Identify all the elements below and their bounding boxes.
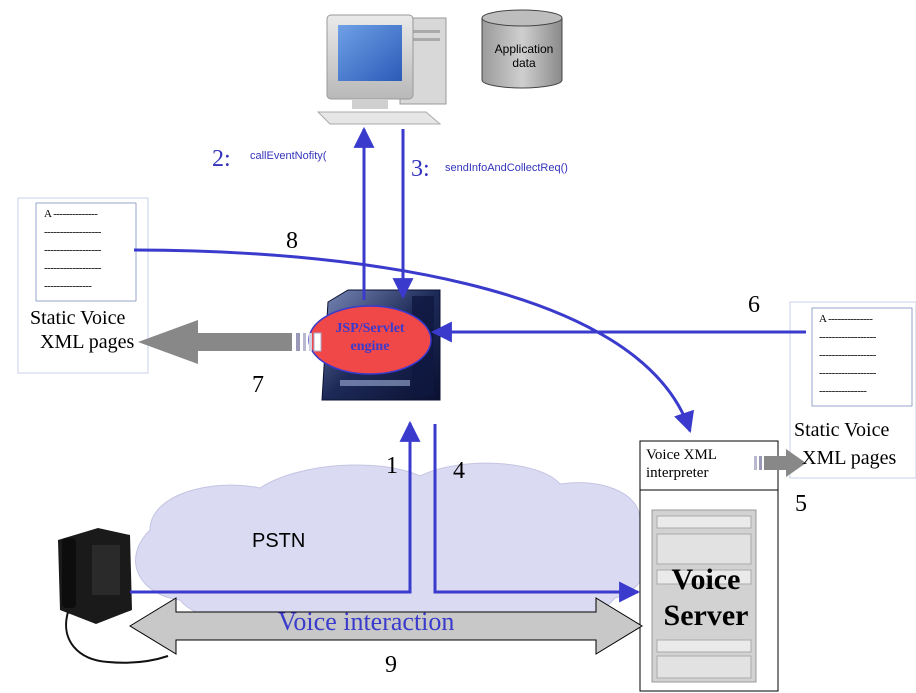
flow-8-pages-to-interpreter [133, 248, 694, 433]
voice-server-box [639, 440, 779, 692]
step2-number: 2: [212, 146, 231, 172]
voice-interaction-label: Voice interaction [278, 607, 455, 636]
right-doc-line: --------------- [819, 385, 867, 397]
label-1: 1 [386, 453, 398, 479]
left-doc-caption: Static Voice XML pages [22, 306, 134, 354]
interpreter-label: Voice XML interpreter [646, 446, 717, 482]
left-doc-caption-line2: XML pages [40, 331, 135, 353]
voice-server-label-line2: Server [663, 599, 749, 632]
database-label: Application data [484, 42, 564, 70]
right-doc-caption: Static Voice XML pages [794, 416, 896, 472]
left-doc-line: --------------- [44, 280, 92, 292]
left-doc-lines: A -------------- ------------------ ----… [44, 208, 101, 292]
engine-label-line2: engine [350, 339, 390, 354]
voice-server-label-line1: Voice [671, 563, 741, 596]
interpreter-label-line2: interpreter [646, 465, 709, 481]
step2-call-label: callEventNofity( [250, 150, 327, 162]
step3-number: 3: [411, 156, 430, 182]
right-document-icon [789, 301, 916, 479]
right-doc-line: ------------------ [819, 331, 876, 343]
computer-icon [316, 14, 447, 125]
voice-interaction-arrow [129, 597, 643, 655]
message-flows [130, 126, 806, 603]
engine-label-line1: JSP/Servlet [335, 321, 405, 336]
label-9: 9 [385, 652, 397, 678]
left-doc-line: ------------------ [44, 244, 101, 256]
flow-4-engine-to-voice-server [433, 424, 641, 603]
pstn-cloud [135, 462, 653, 630]
interpreter-label-line1: Voice XML [646, 447, 717, 463]
label-6: 6 [748, 292, 760, 318]
right-doc-line: ------------------ [819, 367, 876, 379]
right-doc-line: ------------------ [819, 349, 876, 361]
engine-label: JSP/Servlet engine [318, 320, 422, 356]
label-8: 8 [286, 228, 298, 254]
left-doc-line: ------------------ [44, 262, 101, 274]
right-doc-line: A -------------- [819, 313, 873, 325]
right-doc-caption-line2: XML pages [802, 447, 897, 469]
label-5: 5 [795, 491, 807, 517]
step3-call-label: sendInfoAndCollectReq() [445, 162, 568, 174]
right-doc-caption-line1: Static Voice [794, 419, 890, 441]
pstn-label: PSTN [252, 530, 306, 552]
label-7: 7 [252, 372, 264, 398]
left-doc-line: ------------------ [44, 226, 101, 238]
database-label-line2: data [512, 56, 536, 70]
database-label-line1: Application [494, 42, 554, 56]
telephone-icon [58, 528, 169, 664]
left-document-icon [17, 197, 149, 374]
label-4: 4 [453, 458, 465, 484]
left-doc-line: A -------------- [44, 208, 98, 220]
voice-server-label: Voice Server [648, 562, 764, 634]
flow-1-phone-to-engine [130, 420, 421, 594]
right-doc-lines: A -------------- ------------------ ----… [819, 313, 876, 397]
database-icon [481, 9, 563, 89]
arrow-7-to-static-pages [138, 320, 322, 364]
left-doc-caption-line1: Static Voice [30, 307, 126, 329]
arrow-5-to-static-pages [754, 449, 806, 477]
